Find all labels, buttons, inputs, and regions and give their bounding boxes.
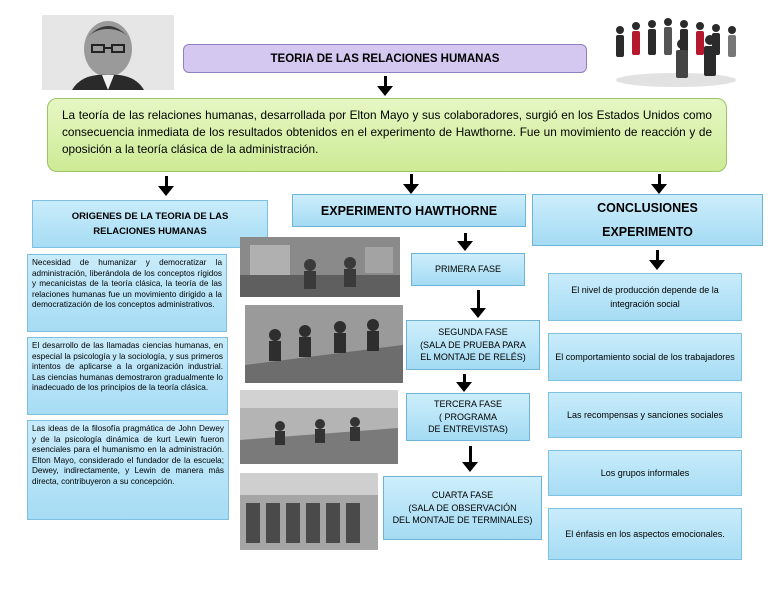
- experiment-title: EXPERIMENTO HAWTHORNE: [320, 203, 498, 218]
- phase-4-label: CUARTA FASE: [431, 490, 494, 501]
- intro-box: La teoría de las relaciones humanas, des…: [47, 98, 727, 172]
- factory-photo-2-image: [245, 305, 403, 383]
- origins-title-line2: RELACIONES HUMANAS: [93, 226, 207, 237]
- conclusions-title-line2: EXPERIMENTO: [602, 225, 693, 239]
- phase-3-label: TERCERA FASE: [433, 399, 503, 410]
- factory-photo-2: [245, 305, 403, 383]
- phase-3-detail-1: ( PROGRAMA: [438, 411, 497, 422]
- conclusion-item-5: El énfasis en los aspectos emocionales.: [548, 508, 742, 560]
- conclusion-text: El énfasis en los aspectos emocionales.: [565, 529, 725, 539]
- conclusion-text: Las recompensas y sanciones sociales: [566, 410, 724, 420]
- phase-3-box: TERCERA FASE ( PROGRAMA DE ENTREVISTAS): [406, 393, 530, 441]
- factory-photo-3-image: [240, 390, 398, 464]
- factory-photo-3: [240, 390, 398, 464]
- conclusion-text: Los grupos informales: [600, 468, 690, 478]
- origins-item-2: El desarrollo de las llamadas ciencias h…: [27, 337, 228, 415]
- factory-photo-1-image: [240, 237, 400, 297]
- phase-4-box: CUARTA FASE (SALA DE OBSERVACIÓN DEL MON…: [383, 476, 542, 540]
- conclusion-item-2: El comportamiento social de los trabajad…: [548, 333, 742, 381]
- origins-item-text: Necesidad de humanizar y democratizar la…: [32, 258, 222, 310]
- people-group-graphic: [600, 10, 752, 88]
- intro-text: La teoría de las relaciones humanas, des…: [62, 108, 712, 156]
- conclusion-item-4: Los grupos informales: [548, 450, 742, 496]
- conclusion-text: El nivel de producción depende de la int…: [571, 285, 719, 309]
- portrait-photo: [42, 15, 174, 90]
- phase-4-detail-2: DEL MONTAJE DE TERMINALES): [392, 515, 533, 526]
- conclusions-title-line1: CONCLUSIONES: [597, 201, 698, 215]
- factory-photo-1: [240, 237, 400, 297]
- origins-title-line1: ORIGENES DE LA TEORIA DE LAS: [71, 211, 229, 222]
- origins-item-1: Necesidad de humanizar y democratizar la…: [27, 254, 227, 332]
- phase-1-label: PRIMERA FASE: [434, 264, 502, 275]
- page-title: TEORIA DE LAS RELACIONES HUMANAS: [270, 52, 500, 65]
- team-photo: [600, 10, 752, 88]
- conclusion-item-1: El nivel de producción depende de la int…: [548, 273, 742, 321]
- phase-2-box: SEGUNDA FASE (SALA DE PRUEBA PARA EL MON…: [406, 320, 540, 370]
- phase-4-detail-1: (SALA DE OBSERVACIÓN: [408, 502, 517, 513]
- title-box: TEORIA DE LAS RELACIONES HUMANAS: [183, 44, 587, 73]
- conclusion-text: El comportamiento social de los trabajad…: [555, 352, 735, 362]
- factory-photo-4: [240, 473, 378, 550]
- origins-item-3: Las ideas de la filosofía pragmática de …: [27, 420, 229, 520]
- phase-1-box: PRIMERA FASE: [411, 253, 525, 286]
- conclusion-item-3: Las recompensas y sanciones sociales: [548, 392, 742, 438]
- conclusions-title-box: CONCLUSIONES EXPERIMENTO: [532, 194, 763, 246]
- phase-2-detail-2: EL MONTAJE DE RELÉS): [420, 352, 526, 363]
- origins-title-box: ORIGENES DE LA TEORIA DE LAS RELACIONES …: [32, 200, 268, 248]
- origins-item-text: Las ideas de la filosofía pragmática de …: [32, 424, 224, 486]
- phase-3-detail-2: DE ENTREVISTAS): [428, 424, 508, 435]
- origins-item-text: El desarrollo de las llamadas ciencias h…: [32, 341, 223, 393]
- phase-2-detail-1: (SALA DE PRUEBA PARA: [420, 339, 526, 350]
- experiment-title-box: EXPERIMENTO HAWTHORNE: [292, 194, 526, 227]
- phase-2-label: SEGUNDA FASE: [438, 327, 508, 338]
- factory-photo-4-image: [240, 473, 378, 550]
- portrait-figure: [42, 15, 174, 90]
